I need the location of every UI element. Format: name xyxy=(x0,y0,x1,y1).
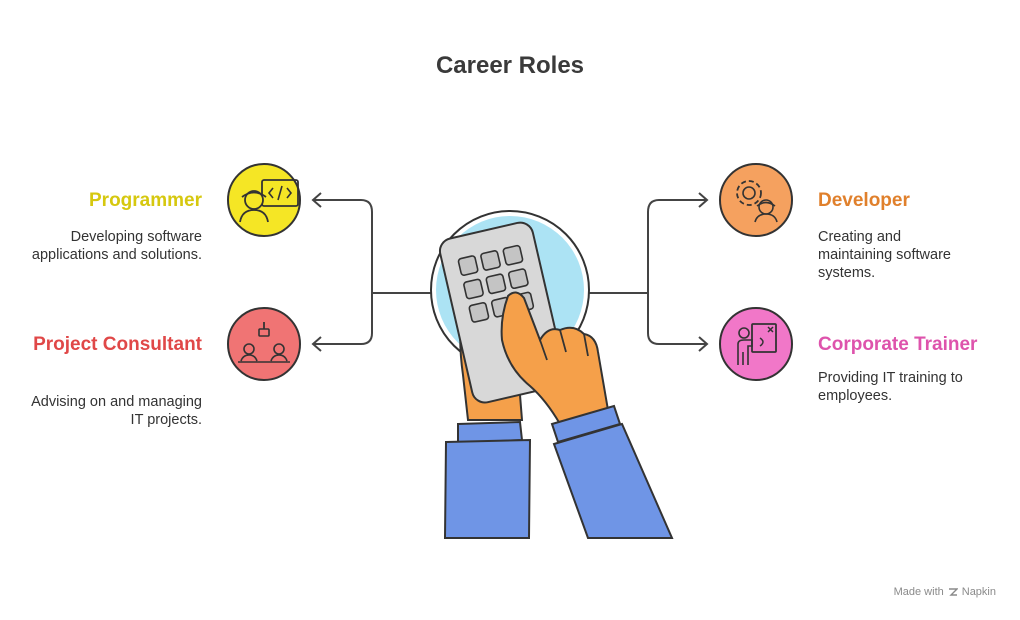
diagram-title: Career Roles xyxy=(435,52,585,79)
footer-label: Made with xyxy=(893,586,944,598)
role-title-developer: Developer xyxy=(818,190,910,211)
role-title-project-consultant: Project Consultant xyxy=(33,334,202,355)
role-desc-project-consultant: Advising on and managing IT projects. xyxy=(31,394,202,428)
hand-calculator-icon xyxy=(430,210,674,539)
role-desc-developer: Creating and maintaining software system… xyxy=(818,229,951,281)
role-desc-corporate-trainer: Providing IT training to employees. xyxy=(818,370,963,404)
role-desc-programmer: Developing software applications and sol… xyxy=(31,229,202,263)
footer-watermark: Made with Napkin xyxy=(894,586,996,598)
connector-right xyxy=(588,192,709,352)
footer-brand: Napkin xyxy=(961,586,996,598)
role-title-programmer: Programmer xyxy=(89,190,202,211)
napkin-logo-icon xyxy=(948,588,958,596)
trainer-board-icon xyxy=(719,307,793,381)
consultant-meeting-icon xyxy=(227,307,301,381)
connector-left xyxy=(311,192,432,352)
programmer-code-icon xyxy=(227,163,301,237)
role-title-corporate-trainer: Corporate Trainer xyxy=(818,334,978,355)
developer-gear-icon xyxy=(719,163,793,237)
